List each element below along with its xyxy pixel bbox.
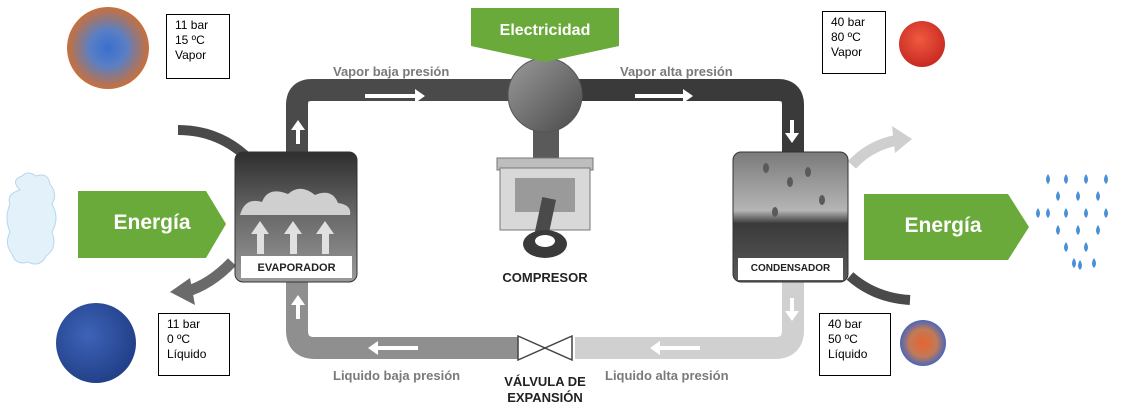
pipe-low-pressure-vapor bbox=[286, 79, 520, 160]
water-drop bbox=[1064, 174, 1068, 184]
water-drop bbox=[1046, 174, 1050, 184]
state-box-low-vapor: 11 bar 15 ºC Vapor bbox=[166, 14, 230, 79]
state-circle-low-liquid bbox=[56, 303, 136, 383]
electricity-label: Electricidad bbox=[499, 22, 591, 39]
energy-in-label: Energía bbox=[113, 211, 191, 234]
arrow-up-icon bbox=[291, 295, 305, 319]
water-drop bbox=[1104, 174, 1108, 184]
phase: Líquido bbox=[167, 347, 207, 361]
electricity-tab bbox=[471, 8, 619, 62]
temperature: 50 ºC bbox=[828, 332, 858, 346]
arrow-down-icon bbox=[785, 298, 799, 321]
valve-label-line2: EXPANSIÓN bbox=[507, 390, 583, 405]
pipe-high-pressure-vapor bbox=[570, 79, 804, 160]
temperature: 15 ºC bbox=[175, 33, 205, 47]
hot-air-out-icon bbox=[847, 134, 900, 169]
pipe-label-high-vapor: Vapor alta presión bbox=[620, 64, 733, 79]
arrow-up-icon bbox=[291, 120, 305, 144]
pressure: 40 bar bbox=[831, 15, 866, 29]
water-drop bbox=[1036, 208, 1040, 218]
arrow-right-icon bbox=[635, 89, 693, 103]
temperature: 80 ºC bbox=[831, 30, 861, 44]
water-drop bbox=[1078, 260, 1082, 270]
water-drop bbox=[1064, 242, 1068, 252]
compressor-label: COMPRESOR bbox=[502, 270, 588, 285]
phase: Líquido bbox=[828, 347, 868, 361]
cold-air-out-icon bbox=[183, 258, 236, 298]
arrow-left-icon bbox=[650, 341, 700, 355]
state-box-high-liquid: 40 bar 50 ºC Líquido bbox=[819, 313, 891, 376]
water-drop bbox=[1084, 242, 1088, 252]
state-circle-high-liquid bbox=[900, 320, 946, 366]
condenser bbox=[732, 151, 849, 283]
water-drop bbox=[1076, 191, 1080, 201]
cold-cloud-icon bbox=[6, 172, 57, 265]
energy-out-arrow bbox=[864, 194, 1029, 260]
state-circle-low-vapor bbox=[67, 7, 149, 89]
cloud-icon bbox=[240, 188, 351, 215]
water-drop bbox=[1064, 208, 1068, 218]
water-drop bbox=[1096, 191, 1100, 201]
water-drop bbox=[1056, 225, 1060, 235]
water-drop bbox=[1076, 225, 1080, 235]
energy-in-arrow bbox=[78, 191, 226, 258]
pressure: 40 bar bbox=[828, 317, 863, 331]
state-circle-high-vapor bbox=[899, 21, 945, 67]
flow-arrows bbox=[291, 89, 799, 355]
compressor bbox=[496, 57, 594, 258]
pipe-label-low-vapor: Vapor baja presión bbox=[333, 64, 450, 79]
pipe-low-pressure-liquid bbox=[286, 282, 520, 359]
valve-label-line1: VÁLVULA DE bbox=[504, 374, 586, 389]
expansion-valve-icon bbox=[517, 334, 575, 362]
pressure: 11 bar bbox=[167, 317, 201, 331]
droplets-icon bbox=[763, 163, 825, 217]
state-box-high-vapor: 40 bar 80 ºC Vapor bbox=[822, 11, 886, 74]
water-drop bbox=[1072, 258, 1076, 268]
pipe-label-high-liquid: Liquido alta presión bbox=[605, 368, 729, 383]
pipe-high-pressure-liquid bbox=[575, 282, 804, 359]
evaporator bbox=[234, 151, 358, 283]
arrow-left-icon bbox=[368, 341, 418, 355]
phase: Vapor bbox=[175, 48, 207, 62]
state-box-low-liquid: 11 bar 0 ºC Líquido bbox=[158, 313, 230, 376]
arrow-down-icon bbox=[785, 120, 799, 143]
phase: Vapor bbox=[831, 45, 863, 59]
air-flow bbox=[170, 125, 912, 305]
water-drop bbox=[1084, 208, 1088, 218]
water-drop bbox=[1104, 208, 1108, 218]
air-return-arrow bbox=[846, 272, 911, 305]
condenser-label: CONDENSADOR bbox=[750, 263, 831, 274]
water-drop bbox=[1056, 191, 1060, 201]
water-drop bbox=[1084, 174, 1088, 184]
pipe-label-low-liquid: Liquido baja presión bbox=[333, 368, 461, 383]
energy-out-label: Energía bbox=[904, 214, 982, 237]
pressure: 11 bar bbox=[175, 18, 209, 32]
temperature: 0 ºC bbox=[167, 332, 191, 346]
water-drops-icon bbox=[1036, 174, 1108, 270]
water-drop bbox=[1096, 225, 1100, 235]
arrow-right-icon bbox=[365, 89, 425, 103]
heat-arrows-icon bbox=[251, 221, 334, 254]
water-drop bbox=[1046, 208, 1050, 218]
evaporator-label: EVAPORADOR bbox=[257, 262, 336, 274]
water-drop bbox=[1092, 258, 1096, 268]
